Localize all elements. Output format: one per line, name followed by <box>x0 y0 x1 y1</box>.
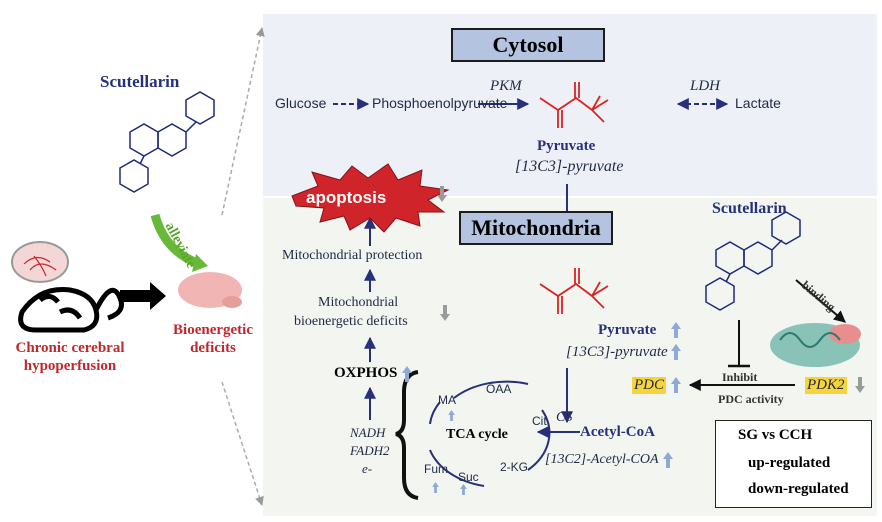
pdk2-badge: PDK2 <box>805 377 847 394</box>
acetyl-label-up-arrow <box>663 452 673 468</box>
legend-up-label: up-regulated <box>748 455 831 471</box>
fum-label: Fum <box>424 462 448 476</box>
protection-label: Mitochondrial protection <box>282 248 423 263</box>
outcome-line1: Bioenergetic <box>173 322 253 338</box>
inhibit-label: Inhibit <box>722 370 758 384</box>
fum-up-arrow <box>432 482 439 493</box>
tca-ring <box>429 380 551 487</box>
pdc-activity-label: PDC activity <box>718 392 784 406</box>
ma-label: MA <box>438 393 456 407</box>
scutellarin-label-right: Scutellarin <box>712 200 787 217</box>
oaa-label: OAA <box>486 382 512 396</box>
tca-label: TCA cycle <box>446 427 508 442</box>
suc-up-arrow <box>460 484 467 495</box>
acetyl-label: Acetyl-CoA <box>580 424 655 440</box>
brace <box>395 370 419 500</box>
mitochondria-title: Mitochondria <box>459 211 613 245</box>
pyruvate-label-up-arrow <box>671 344 681 360</box>
suc-label: Suc <box>458 470 479 484</box>
deficits-down-arrow <box>440 305 450 321</box>
fadh2-label: FADH2 <box>350 443 390 458</box>
pyruvate-mito-isotope: [13C3]-pyruvate <box>566 344 668 360</box>
pyruvate-cytosol-isotope: [13C3]-pyruvate <box>515 158 624 175</box>
pdk2-down-arrow <box>855 377 865 393</box>
apoptosis-label: apoptosis <box>306 188 387 207</box>
scutellarin-structure-right <box>705 211 801 311</box>
guide-line-top <box>221 27 265 216</box>
outcome-line2: deficits <box>190 340 236 356</box>
deficits-line1: Mitochondrial <box>318 295 399 310</box>
pyruvate-up-arrow <box>671 322 681 338</box>
pyruvate-cytosol-label: Pyruvate <box>537 138 596 154</box>
cs-label: CS <box>556 410 573 425</box>
kg-label: 2-KG <box>500 460 529 474</box>
pyruvate-structure-mito <box>539 268 609 314</box>
legend-box: SG vs CCH up-regulated down-regulated <box>715 420 872 508</box>
cit-label: Cit <box>532 414 547 428</box>
lactate-label: Lactate <box>735 95 781 111</box>
apoptosis-burst <box>291 163 450 233</box>
guide-line-bottom <box>221 381 264 506</box>
pdk2-protein-structure <box>770 323 861 367</box>
pyruvate-mito-label: Pyruvate <box>598 322 657 338</box>
condition-line2: hypoperfusion <box>23 358 117 374</box>
electron-label: e- <box>362 461 373 476</box>
ldh-label: LDH <box>690 78 721 94</box>
legend-down-label: down-regulated <box>748 481 849 497</box>
condition-to-outcome-arrow <box>120 282 166 310</box>
cytosol-title: Cytosol <box>451 28 605 62</box>
binding-arrow <box>795 279 846 323</box>
pyruvate-structure-cytosol <box>539 82 609 128</box>
alleviate-arrow <box>150 213 202 269</box>
condition-line1: Chronic cerebral <box>15 340 125 356</box>
deficits-line2: bioenergetic deficits <box>294 314 408 329</box>
nadh-label: NADH <box>350 425 386 440</box>
vessel-brain-inset <box>11 241 69 283</box>
scutellarin-structure-left <box>119 91 215 193</box>
glucose-label: Glucose <box>275 95 327 111</box>
pdc-up-arrow <box>671 377 681 393</box>
pdc-badge: PDC <box>632 377 666 394</box>
mouse-sketch <box>18 286 124 333</box>
acetyl-isotope: [13C2]-Acetyl-COA <box>545 452 659 467</box>
ma-up-arrow <box>448 410 455 421</box>
pep-label: Phosphoenolpyruvate <box>372 95 508 111</box>
legend-title: SG vs CCH <box>738 427 813 443</box>
scutellarin-label-left: Scutellarin <box>100 72 180 91</box>
pkm-label: PKM <box>490 78 522 94</box>
oxphos-label: OXPHOS <box>334 365 398 381</box>
